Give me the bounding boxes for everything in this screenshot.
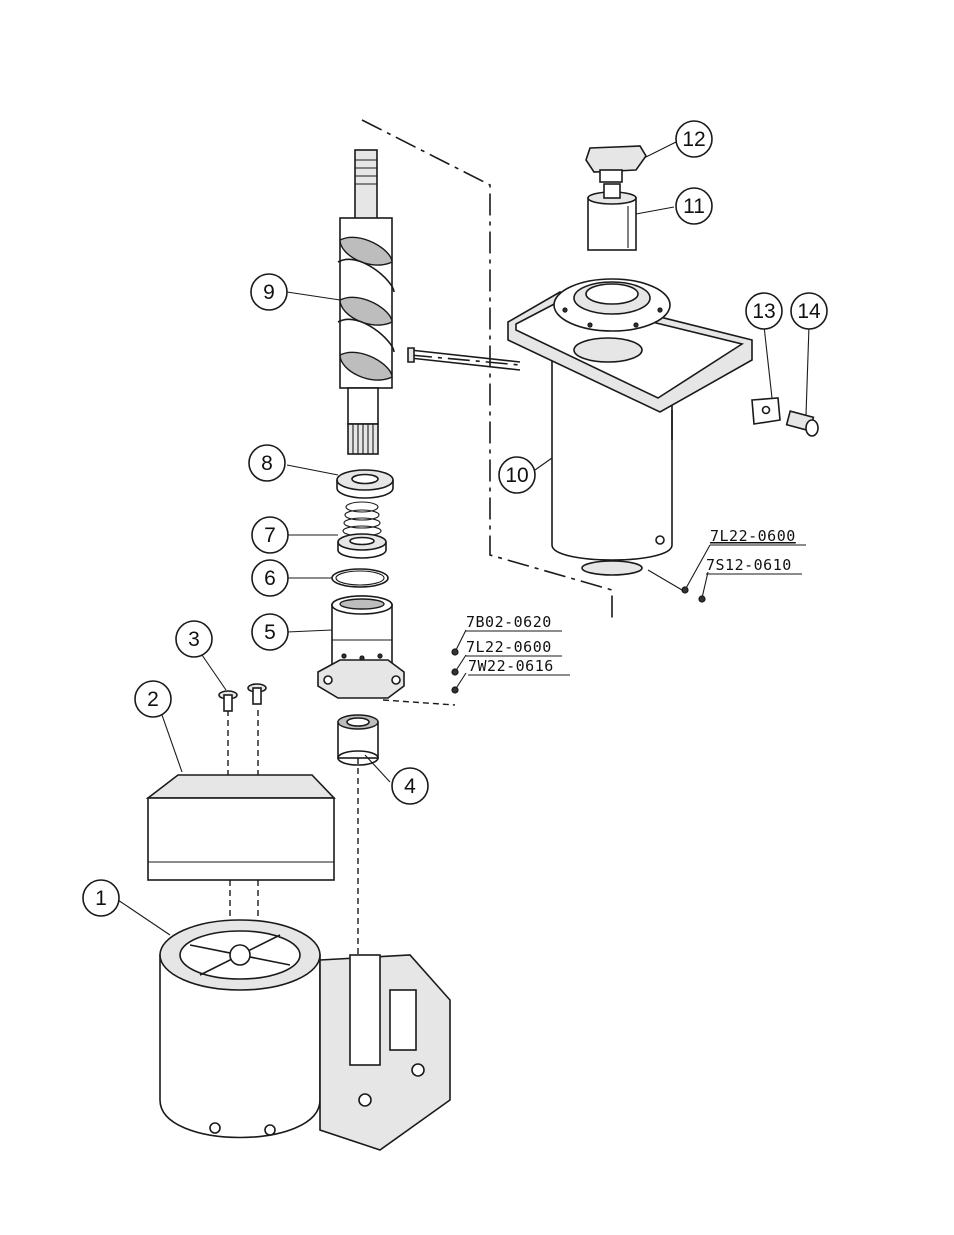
- cylinder-housing-part-10: [408, 279, 752, 575]
- callout-12-label: 12: [682, 128, 705, 151]
- callout-14-label: 14: [797, 300, 821, 323]
- callout-9: 9: [251, 274, 287, 310]
- callout-4: 4: [392, 768, 428, 804]
- motor-part-1: [160, 920, 450, 1150]
- cap-part-12: [586, 146, 646, 182]
- callout-13: 13: [746, 293, 782, 329]
- clip-part-13: [752, 398, 780, 424]
- callout-10-label: 10: [505, 464, 528, 487]
- callout-8: 8: [249, 445, 285, 481]
- cover-part-2: [148, 775, 334, 880]
- callout-11: 11: [676, 188, 712, 224]
- part-number-lower-1: 7B02-0620: [466, 613, 552, 631]
- bolt-part-14: [787, 411, 818, 436]
- callout-11-label: 11: [683, 195, 705, 218]
- callout-5-label: 5: [264, 621, 276, 644]
- part-number-group-lower: 7B02-0620 7L22-0600 7W22-0616: [466, 613, 570, 675]
- o-ring-part-6: [332, 569, 388, 587]
- callout-2: 2: [135, 681, 171, 717]
- callout-8-label: 8: [261, 452, 273, 475]
- callout-1: 1: [83, 880, 119, 916]
- callout-12: 12: [676, 121, 712, 157]
- part-number-lower-2: 7L22-0600: [466, 638, 552, 656]
- coupling-part-4: [338, 715, 378, 765]
- callout-9-label: 9: [263, 281, 275, 304]
- callout-2-label: 2: [147, 688, 159, 711]
- part-number-lower-3: 7W22-0616: [468, 657, 554, 675]
- callout-10: 10: [499, 457, 535, 493]
- callout-7: 7: [252, 517, 288, 553]
- callout-1-label: 1: [95, 887, 107, 910]
- phantom-lines: [228, 120, 612, 1060]
- part-number-group-upper: 7L22-0600 7S12-0610: [706, 527, 806, 574]
- callout-3: 3: [176, 621, 212, 657]
- callout-4-label: 4: [404, 775, 416, 798]
- callout-14: 14: [791, 293, 827, 329]
- part-number-upper-2: 7S12-0610: [706, 556, 792, 574]
- callout-7-label: 7: [264, 524, 276, 547]
- washer-part-8: [337, 470, 393, 498]
- callout-13-label: 13: [752, 300, 775, 323]
- callout-5: 5: [252, 614, 288, 650]
- screws-part-3: [219, 684, 266, 711]
- callout-3-label: 3: [188, 628, 200, 651]
- callout-6-label: 6: [264, 567, 276, 590]
- sleeve-part-11: [588, 184, 636, 250]
- callout-6: 6: [252, 560, 288, 596]
- part-number-upper-1: 7L22-0600: [710, 527, 796, 545]
- spring-part-7: [338, 502, 386, 558]
- bushing-part-5: [318, 596, 404, 698]
- screw-shaft-part-9: [338, 150, 394, 454]
